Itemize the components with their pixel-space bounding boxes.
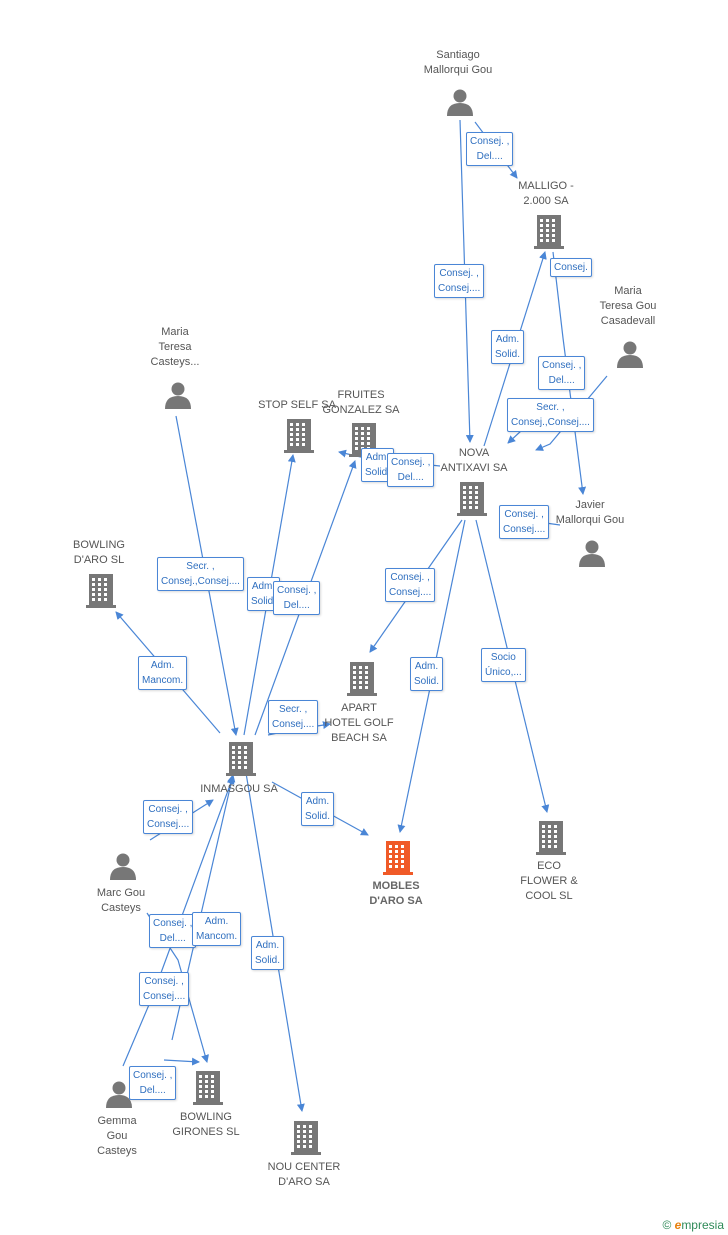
node-label-noucenter[interactable]: NOU CENTER D'ARO SA bbox=[267, 1161, 341, 1188]
person-icon bbox=[447, 89, 473, 116]
brand-name: mpresia bbox=[681, 1218, 724, 1232]
node-label-stopself[interactable]: STOP SELF SA bbox=[258, 399, 336, 411]
node-label-inmasgou[interactable]: INMASGOU SA bbox=[200, 783, 278, 795]
node-label-mobles[interactable]: MOBLES D'ARO SA bbox=[369, 880, 423, 907]
edge-role-label[interactable]: Adm. Mancom. bbox=[192, 912, 242, 946]
node-label-maria_casadevall[interactable]: Maria Teresa Gou Casadevall bbox=[599, 285, 657, 327]
company-icon bbox=[86, 574, 116, 608]
company-icon bbox=[536, 821, 566, 855]
node-label-gemma[interactable]: Gemma Gou Casteys bbox=[97, 1115, 137, 1157]
edge-role-label[interactable]: Consej. , Consej.... bbox=[143, 800, 194, 834]
edge-role-label[interactable]: Consej. , Consej.... bbox=[499, 505, 550, 539]
edge-role-label[interactable]: Consej. , Del.... bbox=[387, 453, 435, 487]
node-label-santiago[interactable]: Santiago Mallorqui Gou bbox=[423, 49, 493, 76]
node-label-maria_casteys[interactable]: Maria Teresa Casteys... bbox=[150, 326, 200, 368]
edge-role-label[interactable]: Secr. , Consej.,Consej.... bbox=[157, 557, 244, 591]
edge-role-label[interactable]: Consej. , Del.... bbox=[149, 914, 197, 948]
edge-role-label[interactable]: Consej. , Del.... bbox=[466, 132, 514, 166]
company-icon bbox=[347, 662, 377, 696]
company-icon bbox=[291, 1121, 321, 1155]
company-icon bbox=[534, 215, 564, 249]
company-icon bbox=[383, 841, 413, 875]
node-label-marc[interactable]: Marc Gou Casteys bbox=[96, 887, 146, 914]
company-icon bbox=[226, 742, 256, 776]
edge-line bbox=[552, 251, 587, 495]
company-icon bbox=[457, 482, 487, 516]
person-icon bbox=[110, 853, 136, 880]
node-label-fruites[interactable]: FRUITES GONZALEZ SA bbox=[322, 389, 400, 416]
node-label-malligo[interactable]: MALLIGO - 2.000 SA bbox=[518, 180, 574, 207]
brand-footer: © empresia bbox=[662, 1218, 724, 1232]
edge-role-label[interactable]: Adm. Solid. bbox=[301, 792, 335, 826]
edge-role-label[interactable]: Consej. , Del.... bbox=[273, 581, 321, 615]
company-icon bbox=[193, 1071, 223, 1105]
edge-role-label[interactable]: Consej. , Del.... bbox=[538, 356, 586, 390]
edge-role-label[interactable]: Adm. Mancom. bbox=[138, 656, 188, 690]
edge-role-label[interactable]: Consej. , Del.... bbox=[129, 1066, 177, 1100]
node-label-nova[interactable]: NOVA ANTIXAVI SA bbox=[440, 447, 508, 474]
edge-role-label[interactable]: Consej. , Consej.... bbox=[139, 972, 190, 1006]
edge-role-label[interactable]: Secr. , Consej.,Consej.... bbox=[507, 398, 594, 432]
edge-line bbox=[163, 1057, 200, 1066]
edge-role-label[interactable]: Consej. , Consej.... bbox=[385, 568, 436, 602]
edge-role-label[interactable]: Socio Único,... bbox=[481, 648, 526, 682]
person-icon bbox=[579, 540, 605, 567]
edge-role-label[interactable]: Adm. Solid. bbox=[251, 936, 285, 970]
person-icon bbox=[106, 1081, 132, 1108]
edge-role-label[interactable]: Consej. , Consej.... bbox=[434, 264, 485, 298]
company-icon bbox=[284, 419, 314, 453]
edge-role-label[interactable]: Consej. bbox=[550, 258, 592, 277]
edge-role-label[interactable]: Adm. Solid. bbox=[491, 330, 525, 364]
copyright-symbol: © bbox=[662, 1218, 672, 1232]
person-icon bbox=[617, 341, 643, 368]
node-label-apart[interactable]: APART HOTEL GOLF BEACH SA bbox=[324, 702, 394, 744]
node-label-javier[interactable]: Javier Mallorqui Gou bbox=[555, 499, 625, 526]
node-label-bowling_aro[interactable]: BOWLING D'ARO SL bbox=[73, 539, 125, 566]
edge-role-label[interactable]: Adm. Solid. bbox=[410, 657, 444, 691]
node-label-bowling_gir[interactable]: BOWLING GIRONES SL bbox=[172, 1111, 240, 1138]
person-icon bbox=[165, 382, 191, 409]
brand-logo-e: e bbox=[674, 1218, 682, 1232]
edge-role-label[interactable]: Secr. , Consej.... bbox=[268, 700, 319, 734]
node-label-eco[interactable]: ECO FLOWER & COOL SL bbox=[520, 860, 578, 902]
